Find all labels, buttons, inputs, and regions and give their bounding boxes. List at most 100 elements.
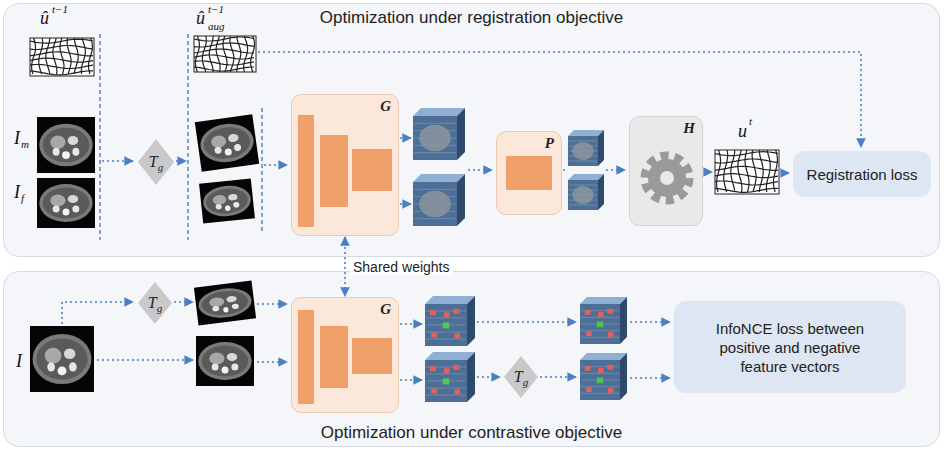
positive-feature xyxy=(597,322,603,328)
volume-stripe xyxy=(581,393,619,394)
grid-line xyxy=(32,38,36,74)
ct-background xyxy=(37,117,95,173)
box-text: Registration loss xyxy=(807,165,918,184)
ct-cavity xyxy=(36,339,87,380)
symbol-letter: T xyxy=(149,153,158,171)
grid-line xyxy=(731,150,735,192)
grid-line xyxy=(46,38,50,74)
ct-slice xyxy=(195,114,259,172)
block-letter: H xyxy=(683,120,695,137)
volume-front xyxy=(413,182,457,226)
ct-organ xyxy=(209,353,224,365)
math-index: m xyxy=(21,139,29,150)
dotted-arrow xyxy=(174,301,193,303)
ct-slice xyxy=(37,117,95,173)
grid-line xyxy=(244,36,248,72)
ct-organ xyxy=(228,133,239,142)
grid-line xyxy=(774,150,778,192)
ct-body xyxy=(39,124,92,167)
grid-line xyxy=(194,43,254,47)
volume-top xyxy=(425,296,475,304)
ct-organ xyxy=(227,353,237,361)
ct-body xyxy=(198,342,251,380)
grid-line xyxy=(717,150,721,192)
math-index: t−1 xyxy=(52,4,68,15)
grid-line xyxy=(53,38,57,74)
shared-weights-connector xyxy=(344,237,346,296)
grid-frame xyxy=(715,150,779,194)
ct-kidney xyxy=(231,364,238,371)
volume-side xyxy=(598,174,604,210)
negative-feature xyxy=(585,310,591,315)
volume-texture xyxy=(572,186,594,204)
grid-line xyxy=(209,36,213,72)
dotted-arrow xyxy=(400,203,411,205)
ct-kidney xyxy=(215,204,222,210)
volume-stripe xyxy=(569,161,597,162)
feature-volume xyxy=(568,130,604,166)
grid-line xyxy=(216,36,220,72)
layer-block xyxy=(320,326,348,388)
feature-volume xyxy=(425,352,475,402)
diamond-shape xyxy=(504,356,538,398)
math-index: t−1 xyxy=(208,4,224,15)
ct-spine xyxy=(63,209,70,216)
positive-feature xyxy=(443,378,450,384)
ct-organ xyxy=(64,348,76,359)
negative-feature xyxy=(444,312,450,317)
dotted-arrow xyxy=(468,169,492,171)
volume-side xyxy=(467,352,475,402)
volume-stripe xyxy=(426,332,466,333)
grid-line xyxy=(724,150,728,192)
ct-spine xyxy=(224,148,232,156)
negative-feature xyxy=(454,389,460,394)
volume-front xyxy=(425,360,467,402)
dotted-arrow xyxy=(704,171,712,173)
grid-line xyxy=(759,150,763,192)
ct-slice xyxy=(196,336,254,386)
grid-line xyxy=(766,150,770,192)
grid-line xyxy=(30,71,93,75)
ct-background xyxy=(30,326,94,392)
math-index: aug xyxy=(208,21,225,32)
volume-top xyxy=(580,297,627,304)
volume-top xyxy=(425,352,475,360)
ct-organ xyxy=(50,135,65,148)
math-symbol: û xyxy=(40,9,49,27)
negative-feature xyxy=(607,365,613,370)
symbol-letter: T xyxy=(148,294,157,312)
volume-stripe xyxy=(569,185,597,186)
ct-organ xyxy=(210,135,227,149)
symbol-subscript: g xyxy=(523,376,529,388)
ct-slice xyxy=(194,281,256,326)
grid-line xyxy=(251,36,255,72)
dotted-arrow xyxy=(176,160,186,162)
gear-hole xyxy=(660,171,674,185)
grid-line xyxy=(39,38,43,74)
grid-line xyxy=(81,38,85,74)
volume-top xyxy=(568,174,604,180)
box-text: InfoNCE loss between positive and negati… xyxy=(705,319,875,376)
volume-stripe xyxy=(414,123,456,124)
dotted-arrow xyxy=(782,172,789,174)
loss-box: Registration loss xyxy=(793,151,931,197)
dotted-arrow xyxy=(630,321,670,323)
ct-body xyxy=(197,285,253,320)
volume-stripe xyxy=(581,373,619,374)
volume-stripe xyxy=(581,337,619,338)
negative-feature xyxy=(431,389,437,394)
block-letter: G xyxy=(380,98,391,115)
ct-kidney xyxy=(72,206,79,213)
ct-body xyxy=(33,334,92,384)
negative-feature xyxy=(608,332,614,337)
ct-background xyxy=(199,178,255,223)
divider-line xyxy=(99,34,100,240)
diamond-label: Tg xyxy=(137,138,175,186)
grid-line xyxy=(715,188,778,192)
volume-top xyxy=(413,174,465,182)
negative-feature xyxy=(585,366,591,371)
layer-block xyxy=(506,156,552,190)
volume-stripe xyxy=(426,395,466,396)
volume-stripe xyxy=(581,330,619,331)
ct-body xyxy=(202,183,253,218)
